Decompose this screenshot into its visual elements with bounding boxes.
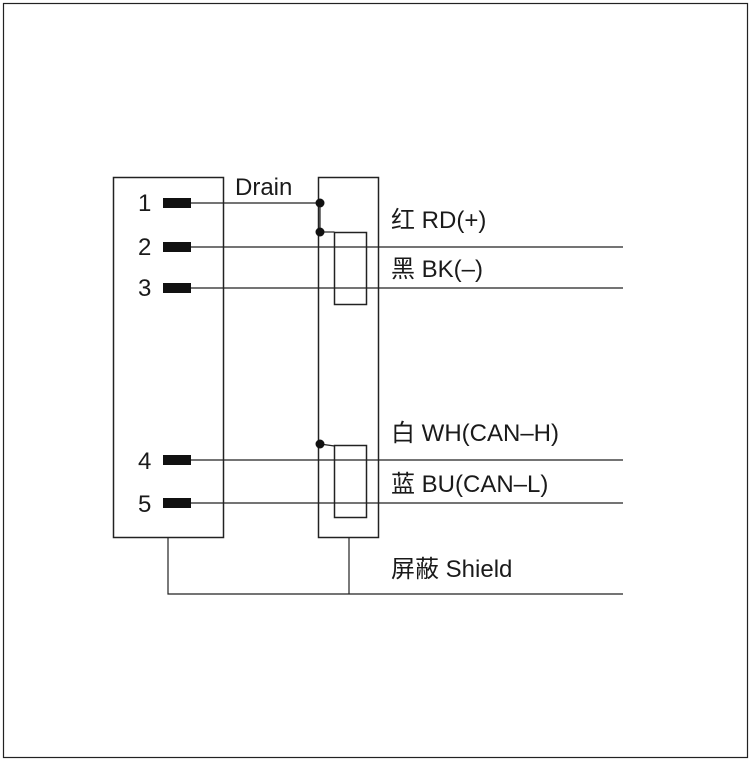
pin-number-1: 1 bbox=[138, 190, 151, 217]
wire-label-red: 红 RD(+) bbox=[391, 207, 486, 234]
wire-label-black: 黑 BK(–) bbox=[391, 256, 483, 283]
pin-number-2: 2 bbox=[138, 234, 151, 261]
pin-number-4: 4 bbox=[138, 448, 151, 475]
pin-number-3: 3 bbox=[138, 275, 151, 302]
pin-contact-2 bbox=[163, 242, 191, 252]
pin-contact-3 bbox=[163, 283, 191, 293]
junction-dot-shield-1 bbox=[315, 227, 325, 237]
junction-dot-shield-2 bbox=[315, 439, 325, 449]
pin-contact-4 bbox=[163, 455, 191, 465]
pair-shield-power bbox=[333, 231, 368, 306]
wire-label-white: 白 WH(CAN–H) bbox=[391, 420, 559, 447]
pin-number-5: 5 bbox=[138, 491, 151, 518]
pin-contact-5 bbox=[163, 498, 191, 508]
junction-dot-drain bbox=[315, 198, 325, 208]
pin-contact-1 bbox=[163, 198, 191, 208]
wire-label-blue: 蓝 BU(CAN–L) bbox=[391, 471, 548, 498]
pair-shield-can bbox=[333, 444, 368, 519]
drain-label: Drain bbox=[235, 174, 292, 201]
wire-label-shield: 屏蔽 Shield bbox=[391, 556, 512, 583]
outer-shield-wire bbox=[167, 537, 623, 595]
connector-housing bbox=[112, 176, 225, 539]
